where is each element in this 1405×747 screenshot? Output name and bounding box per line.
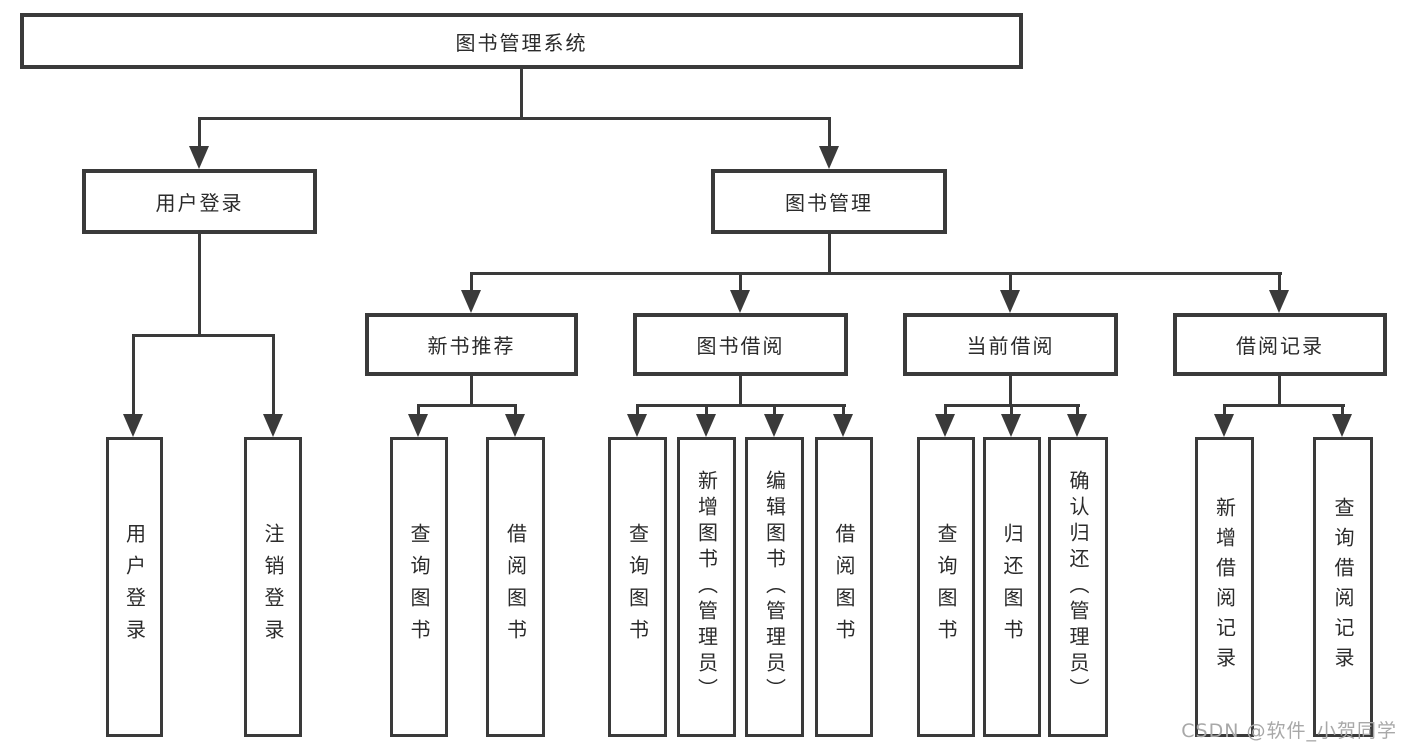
node-label: 当前借阅 <box>966 334 1055 358</box>
connector-line <box>272 334 275 418</box>
node-label: 新增借阅记录 <box>1212 497 1237 677</box>
arrow-down-icon <box>1001 414 1021 437</box>
connector-line <box>198 117 201 150</box>
node-label: 图书借阅 <box>696 334 785 358</box>
node-user-login: 用户登录 <box>82 169 317 234</box>
connector-line <box>636 404 639 416</box>
arrow-down-icon <box>764 414 784 437</box>
arrow-down-icon <box>1214 414 1234 437</box>
connector-line <box>705 404 708 416</box>
arrow-down-icon <box>189 146 209 169</box>
node-leaf-edit-books-admin: 编辑图书（管理员） <box>745 437 804 737</box>
node-label: 编辑图书（管理员） <box>762 470 787 704</box>
connector-line <box>1278 272 1281 294</box>
arrow-down-icon <box>408 414 428 437</box>
arrow-down-icon <box>505 414 525 437</box>
node-label: 借阅记录 <box>1236 334 1324 358</box>
node-borrowing-records: 借阅记录 <box>1173 313 1387 376</box>
node-leaf-add-books-admin: 新增图书（管理员） <box>677 437 736 737</box>
node-leaf-query-books-current: 查询图书 <box>917 437 975 737</box>
connector-line <box>828 117 831 150</box>
connector-line <box>773 404 776 416</box>
node-label: 新书推荐 <box>427 334 516 358</box>
connector-line <box>470 272 473 294</box>
arrow-down-icon <box>1332 414 1352 437</box>
node-label: 图书管理 <box>785 191 873 215</box>
node-leaf-add-borrow-record: 新增借阅记录 <box>1195 437 1254 737</box>
connector-line <box>944 404 947 416</box>
node-leaf-user-login: 用户登录 <box>106 437 163 737</box>
node-new-book-recommend: 新书推荐 <box>365 313 578 376</box>
node-leaf-borrow-books-recommend: 借阅图书 <box>486 437 545 737</box>
node-book-borrowing: 图书借阅 <box>633 313 848 376</box>
connector-line <box>198 117 831 120</box>
connector-line <box>417 404 517 407</box>
connector-line <box>739 272 742 294</box>
connector-line <box>1223 404 1345 407</box>
node-leaf-confirm-return-admin: 确认归还（管理员） <box>1048 437 1108 737</box>
node-label: 查询借阅记录 <box>1331 497 1355 677</box>
arrow-down-icon <box>730 290 750 313</box>
node-leaf-logout: 注销登录 <box>244 437 302 737</box>
arrow-down-icon <box>461 290 481 313</box>
node-leaf-borrow-books: 借阅图书 <box>815 437 873 737</box>
connector-line <box>470 376 473 407</box>
connector-line <box>132 334 135 418</box>
connector-line <box>132 334 275 337</box>
connector-line <box>1009 272 1012 294</box>
node-label: 图书管理系统 <box>455 30 588 55</box>
connector-line <box>1076 404 1079 416</box>
connector-line <box>514 404 517 416</box>
node-label: 借阅图书 <box>503 523 528 651</box>
node-label: 用户登录 <box>155 191 244 215</box>
connector-line <box>470 272 1282 275</box>
arrow-down-icon <box>1269 290 1289 313</box>
connector-line <box>1009 376 1012 407</box>
connector-line <box>1010 404 1013 416</box>
connector-line <box>1278 376 1281 407</box>
connector-line <box>1223 404 1226 416</box>
connector-line <box>828 234 831 275</box>
node-leaf-query-books-recommend: 查询图书 <box>390 437 448 737</box>
arrow-down-icon <box>935 414 955 437</box>
watermark: CSDN @软件_小贺同学 <box>1181 720 1397 742</box>
node-current-borrowing: 当前借阅 <box>903 313 1118 376</box>
connector-line <box>417 404 420 416</box>
node-library-management-system: 图书管理系统 <box>20 13 1023 69</box>
arrow-down-icon <box>1067 414 1087 437</box>
connector-line <box>1341 404 1344 416</box>
node-label: 注销登录 <box>261 523 285 651</box>
node-label: 查询图书 <box>625 523 650 651</box>
node-leaf-query-books-borrowing: 查询图书 <box>608 437 667 737</box>
node-label: 用户登录 <box>122 523 147 651</box>
connector-line <box>739 376 742 407</box>
arrow-down-icon <box>627 414 647 437</box>
node-leaf-return-books: 归还图书 <box>983 437 1041 737</box>
node-label: 归还图书 <box>1000 523 1024 651</box>
connector-line <box>842 404 845 416</box>
arrow-down-icon <box>819 146 839 169</box>
node-label: 新增图书（管理员） <box>694 470 719 704</box>
arrow-down-icon <box>833 414 853 437</box>
connector-line <box>636 404 846 407</box>
node-label: 查询图书 <box>934 523 958 651</box>
arrow-down-icon <box>123 414 143 437</box>
node-label: 查询图书 <box>407 523 431 651</box>
node-label: 借阅图书 <box>832 523 856 651</box>
node-book-management: 图书管理 <box>711 169 947 234</box>
connector-line <box>198 234 201 337</box>
node-label: 确认归还（管理员） <box>1066 470 1090 704</box>
connector-line <box>520 69 523 119</box>
arrow-down-icon <box>263 414 283 437</box>
node-leaf-query-borrow-record: 查询借阅记录 <box>1313 437 1373 737</box>
arrow-down-icon <box>1000 290 1020 313</box>
arrow-down-icon <box>696 414 716 437</box>
